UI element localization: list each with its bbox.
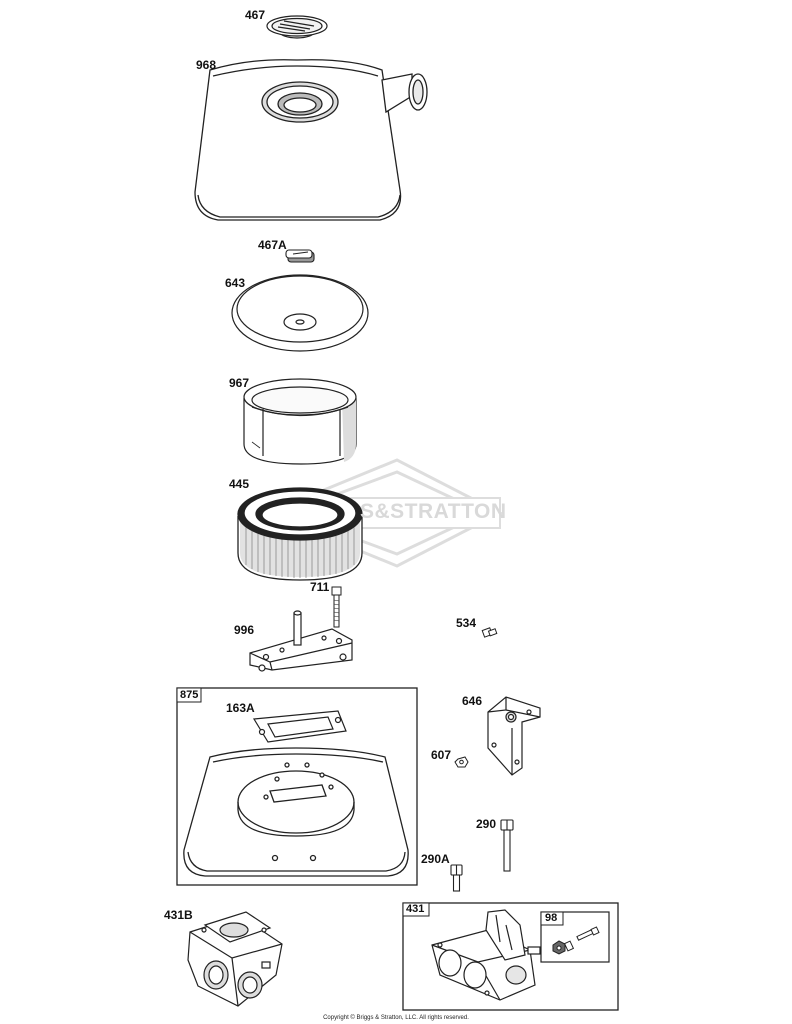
part-534-screw[interactable] [481,627,498,638]
part-98-screw-kit[interactable] [552,926,600,955]
part-646-bracket[interactable] [487,696,541,776]
part-643-base-plate[interactable] [231,274,369,352]
label-290: 290 [476,817,497,831]
copyright-text: Copyright © Briggs & Stratton, LLC. All … [323,1015,469,1021]
part-431-throttle-body[interactable] [431,909,541,1001]
part-431b-adapter[interactable] [187,911,283,1007]
label-967: 967 [229,376,250,390]
part-467-cap[interactable] [266,15,328,39]
label-646: 646 [462,694,483,708]
label-445: 445 [229,477,250,491]
box-875-label-frame [176,687,202,703]
part-968-cover[interactable] [194,59,428,221]
part-711-screw[interactable] [331,586,342,628]
label-534: 534 [456,616,477,630]
label-875: 875 [180,689,199,701]
label-98: 98 [545,912,558,924]
label-467a: 467A [258,238,287,252]
box-98-kit [540,911,610,963]
watermark-text: S&STRATTON [360,500,507,523]
part-290-bolt[interactable] [500,819,514,872]
part-163a-gasket[interactable] [252,710,347,743]
part-875-housing[interactable] [183,747,409,877]
label-163a: 163A [226,701,255,715]
part-996-mounting-plate[interactable] [249,610,353,672]
box-431-label-frame [402,902,430,917]
label-431b: 431B [164,908,193,922]
label-467: 467 [245,8,266,22]
label-711: 711 [310,580,330,594]
label-643: 643 [225,276,246,290]
part-607-nut[interactable] [454,756,469,768]
label-290a: 290A [421,852,450,866]
part-967-pre-cleaner[interactable] [243,378,357,465]
part-290a-bolt[interactable] [450,864,463,892]
box-98-label-frame [540,911,564,926]
box-875-assembly [176,687,418,886]
label-431: 431 [406,903,425,915]
label-996: 996 [234,623,255,637]
label-968: 968 [196,58,217,72]
part-445-air-filter[interactable] [237,487,363,581]
part-467a-knob[interactable] [285,249,315,263]
label-607: 607 [431,748,452,762]
box-431-assembly [402,902,619,1011]
